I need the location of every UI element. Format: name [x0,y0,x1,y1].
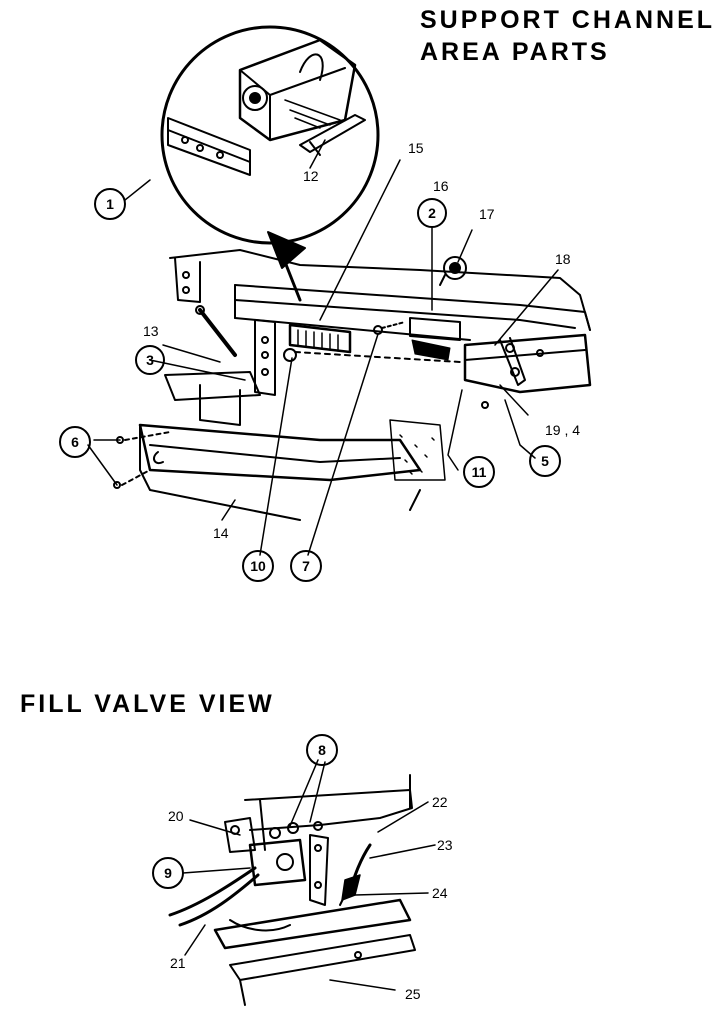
callouts: 1 2 3 5 6 7 8 9 [59,188,561,889]
callout-9: 9 [152,857,184,889]
inset-pointer-arrow [267,231,306,302]
callout-10: 10 [242,550,274,582]
part-number-24: 24 [432,885,448,901]
support-channel-title-line1: SUPPORT CHANNEL [420,6,716,34]
part-number-14: 14 [213,525,229,541]
part-number-19-4: 19 , 4 [545,422,580,438]
magnified-inset [160,25,380,245]
part-number-16: 16 [433,178,449,194]
callout-3: 3 [135,345,165,375]
part-number-17: 17 [479,206,495,222]
callout-6-label: 6 [71,434,79,450]
callout-11: 11 [463,456,495,488]
callout-9-label: 9 [164,865,172,881]
callout-11-label: 11 [472,464,487,480]
part-number-25: 25 [405,986,421,1002]
callout-7: 7 [290,550,322,582]
part-number-20: 20 [168,808,184,824]
callout-5-label: 5 [541,453,549,469]
callout-1-label: 1 [106,196,114,212]
callout-3-label: 3 [146,352,154,368]
callout-7-label: 7 [302,558,310,574]
callout-8: 8 [306,734,338,766]
callout-6: 6 [59,426,91,458]
callout-2-label: 2 [428,205,436,221]
part-number-18: 18 [555,251,571,267]
fill-valve-assembly [168,774,416,1006]
leader-lines [87,139,559,991]
callout-8-label: 8 [318,742,326,758]
callout-5: 5 [529,445,561,477]
callout-10-label: 10 [250,558,266,574]
part-number-13: 13 [143,323,159,339]
part-number-21: 21 [170,955,186,971]
part-number-22: 22 [432,794,448,810]
callout-1: 1 [94,188,126,220]
part-numbers: 12 13 14 15 16 17 18 19 , 4 20 21 22 23 … [143,140,580,1002]
callout-2: 2 [417,198,447,228]
support-channel-title: SUPPORT CHANNEL AREA PARTS [420,4,715,68]
fill-valve-title: FILL VALVE VIEW [20,690,275,718]
part-number-23: 23 [437,837,453,853]
support-channel-assembly [113,249,592,521]
support-channel-title-line2: AREA PARTS [420,38,610,66]
part-number-15: 15 [408,140,424,156]
part-number-12: 12 [303,168,319,184]
